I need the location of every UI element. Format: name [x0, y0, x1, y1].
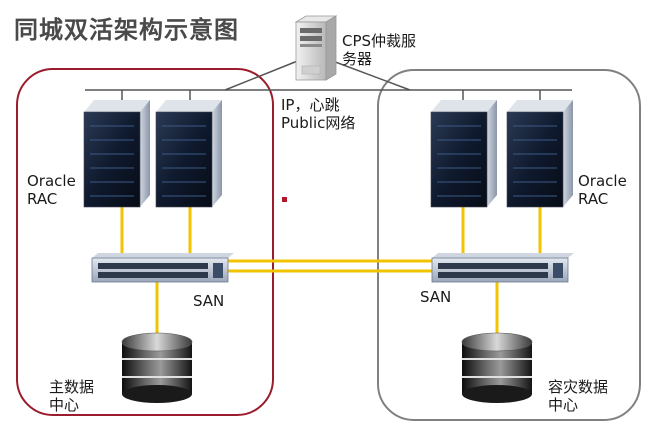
network-label-line1: IP，心跳 — [281, 96, 340, 114]
primary-dc-label-line2: 中心 — [49, 396, 80, 414]
dr-rac-label: Oracle RAC — [578, 172, 627, 208]
dr-san-label: SAN — [420, 288, 452, 306]
primary-rac-label-line1: Oracle — [27, 172, 76, 190]
arbiter-label-line1: CPS仲裁服 — [342, 32, 417, 50]
oracle-rac-server-3 — [430, 100, 497, 208]
dr-dc-label-line1: 容灾数据 — [548, 378, 609, 396]
dr-rac-label-line2: RAC — [578, 190, 609, 208]
primary-dc-label: 主数据 中心 — [49, 378, 94, 414]
page-title: 同城双活架构示意图 — [14, 16, 239, 44]
dr-dc-label: 容灾数据 中心 — [548, 378, 608, 414]
marker-dot — [282, 197, 287, 202]
arbiter-link-right — [329, 59, 411, 91]
arbiter-link-left — [224, 59, 301, 91]
dr-dc-label-line2: 中心 — [548, 396, 579, 414]
dr-site-boundary — [377, 69, 641, 421]
primary-site-boundary — [16, 68, 274, 416]
oracle-rac-server-2 — [155, 100, 222, 208]
storage-database-primary — [121, 332, 193, 403]
primary-dc-label-line1: 主数据 — [49, 378, 95, 396]
primary-rac-label: Oracle RAC — [27, 172, 76, 208]
network-label-line2: Public网络 — [281, 114, 356, 132]
primary-rac-label-line2: RAC — [27, 190, 58, 208]
san-switch-primary — [91, 253, 234, 283]
oracle-rac-server-1 — [83, 100, 150, 208]
network-label: IP，心跳 Public网络 — [281, 96, 355, 132]
arbiter-label-line2: 务器 — [342, 50, 373, 68]
oracle-rac-server-4 — [506, 100, 573, 208]
arbiter-label: CPS仲裁服 务器 — [342, 32, 416, 68]
storage-database-dr — [461, 332, 533, 403]
dr-rac-label-line1: Oracle — [578, 172, 627, 190]
primary-san-label: SAN — [193, 292, 225, 310]
cps-arbiter-server — [294, 15, 338, 81]
san-switch-dr — [431, 253, 574, 283]
